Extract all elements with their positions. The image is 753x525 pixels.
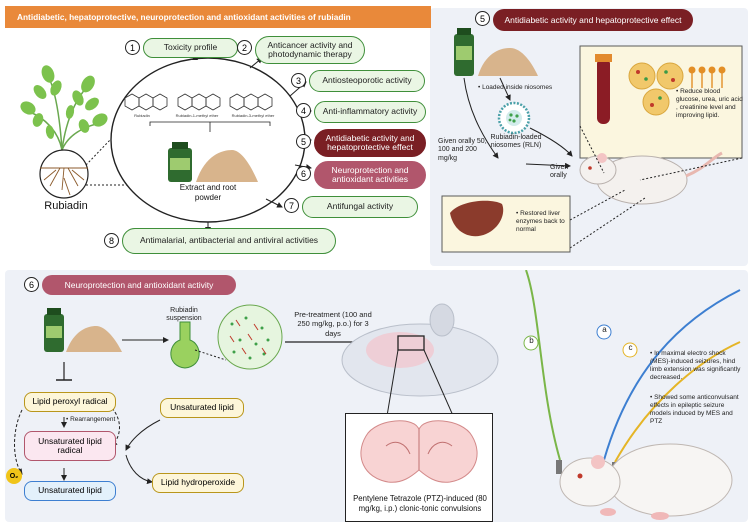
top-banner: Antidiabetic, hepatoprotective, neuropro… — [5, 6, 431, 28]
unsaturated-lipid-bottom-box: Unsaturated lipid — [24, 481, 116, 501]
activity-number-1: 1 — [125, 40, 140, 55]
chemical-structures — [124, 93, 273, 111]
activity-number-4: 4 — [296, 103, 311, 118]
activity-number-3: 3 — [291, 73, 306, 88]
left-overview-art — [20, 54, 312, 233]
activity-neuroprotection: Neuroprotection and antioxidant activiti… — [314, 161, 426, 189]
oxygen-badge: O₂ — [6, 468, 22, 484]
activity-number-2: 2 — [237, 40, 252, 55]
panel6-number: 6 — [24, 277, 39, 292]
panel6-suspension-label: Rubiadin suspension — [166, 307, 202, 323]
activity-number-5: 5 — [296, 134, 311, 149]
panel5-title: Antidiabetic activity and hepatoprotecti… — [493, 9, 693, 31]
brain-section-inset: Pentylene Tetrazole (PTZ)-induced (80 mg… — [345, 413, 493, 522]
lipid-peroxyl-radical-box: Lipid peroxyl radical — [24, 392, 116, 412]
electrode-c-label: c — [628, 343, 633, 352]
activity-antidiabetic: Antidiabetic activity and hepatoprotecti… — [314, 129, 426, 157]
electrode-a-label: a — [602, 325, 607, 334]
activity-anti-inflammatory: Anti-inflammatory activity — [314, 101, 426, 123]
activity-antifungal: Antifungal activity — [302, 196, 418, 218]
panel6-art — [14, 270, 741, 520]
root-powder-drawing — [196, 150, 258, 182]
activity-antiosteoporotic: Antiosteoporotic activity — [309, 70, 425, 92]
top-banner-title: Antidiabetic, hepatoprotective, neuropro… — [17, 12, 351, 22]
unsaturated-lipid-radical-box: Unsaturated lipid radical — [24, 431, 116, 461]
rearrangement-note: • Rearrangement — [66, 416, 116, 423]
panel5-art — [441, 28, 743, 253]
panel5-dose-label: Given orally 50, 100 and 200 mg/kg — [438, 138, 487, 162]
panel5-niosome-label: Rubiadin-loaded niosomes (RLN) — [490, 134, 542, 150]
panel5-effect2: • Restored liver enzymes back to normal — [516, 210, 565, 234]
panel6-title: Neuroprotection and antioxidant activity — [42, 275, 236, 295]
structure-label-2: Rubiadin-1-methyl ether — [175, 113, 219, 118]
panel5-number: 5 — [475, 11, 490, 26]
root-circle — [39, 149, 89, 199]
panel6-pretreat-label: Pre-treatment (100 and 250 mg/kg, p.o.) … — [294, 310, 372, 338]
structure-label-1: Rubiadin — [134, 113, 150, 118]
rubiadin-plant-drawing — [20, 65, 108, 151]
mes-note-2: • Showed some anticonvulsant effects in … — [650, 394, 739, 426]
activity-number-6: 6 — [296, 166, 311, 181]
brain-caption: Pentylene Tetrazole (PTZ)-induced (80 mg… — [353, 494, 487, 513]
panel5-effect1: • Reduce blood glucose, urea, uric acid … — [676, 88, 743, 120]
activity-anticancer: Anticancer activity and photodynamic the… — [255, 36, 365, 64]
panel5-given-label: Given orally — [550, 164, 569, 180]
lipid-hydroperoxide-box: Lipid hydroperoxide — [152, 473, 244, 493]
rubiadin-plant-label: Rubiadin — [44, 200, 88, 212]
unsaturated-lipid-top-box: Unsaturated lipid — [160, 398, 244, 418]
mes-note-1: • In maximal electro shock (MES)-induced… — [650, 350, 741, 382]
activity-antimalarial: Antimalarial, antibacterial and antivira… — [122, 228, 336, 254]
panel5-loaded-note: • Loaded inside niosomes — [478, 84, 553, 91]
extract-label: Extract and root powder — [179, 183, 237, 203]
electrode-b-label: b — [529, 336, 534, 345]
activity-number-7: 7 — [284, 198, 299, 213]
extract-jar-drawing — [168, 142, 192, 182]
activity-number-8: 8 — [104, 233, 119, 248]
activity-toxicity-profile: Toxicity profile — [143, 38, 238, 58]
structure-label-3: Rubiadin-3-methyl ether — [231, 113, 275, 118]
